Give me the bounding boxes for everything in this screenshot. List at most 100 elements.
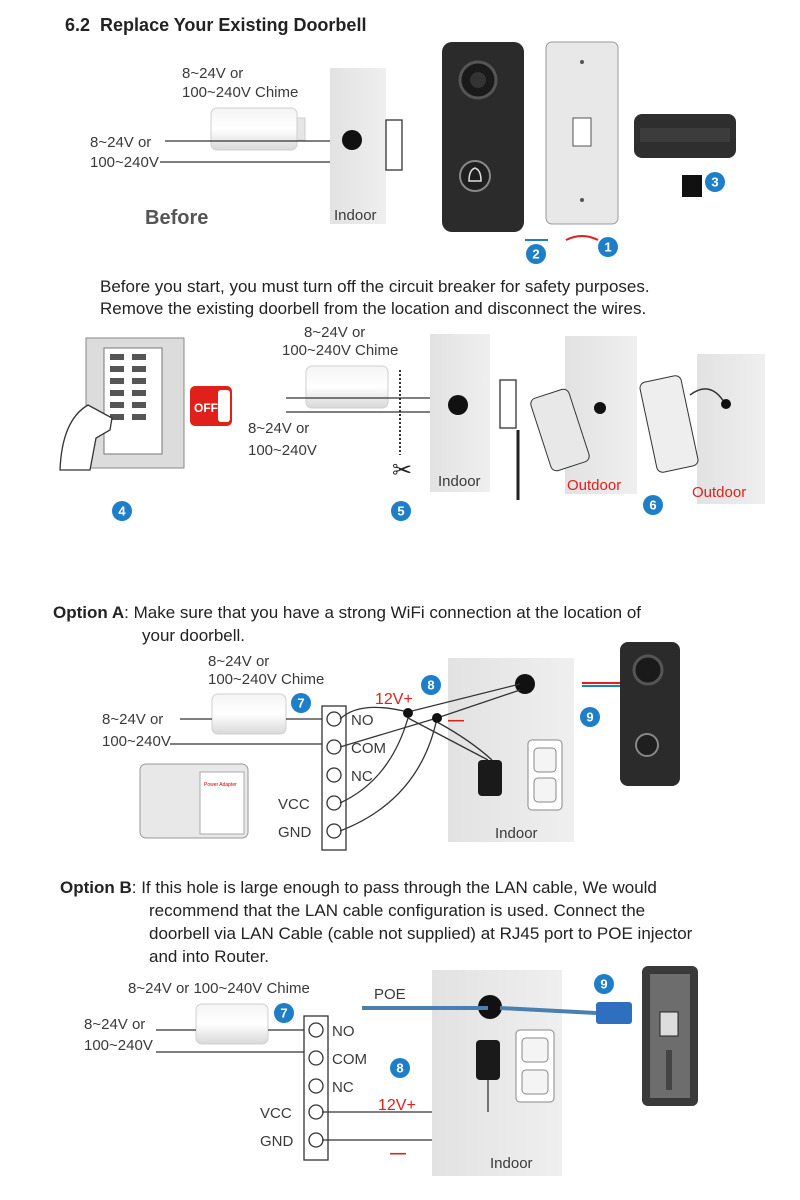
chime-icon xyxy=(195,1003,269,1045)
plus-12v-label: 12V+ xyxy=(375,691,413,708)
chime-label-a-2: 100~240V Chime xyxy=(208,671,324,688)
option-a-diagram: 8~24V or 100~240V Chime 8~24V or 100~240… xyxy=(102,642,680,851)
step-number: 1 xyxy=(604,240,611,255)
terminal-no-label: NO xyxy=(332,1023,355,1040)
outdoor-wall xyxy=(565,336,637,494)
supply-label-5: 8~24V or xyxy=(102,711,163,728)
step-badge xyxy=(580,707,600,727)
terminal-vcc-label: VCC xyxy=(260,1105,292,1122)
plus-12v-label: 12V+ xyxy=(378,1097,416,1114)
indoor-label-2: Indoor xyxy=(438,473,481,490)
indoor-label-3: Indoor xyxy=(495,825,538,842)
off-label: OFF xyxy=(194,401,218,415)
step-badge xyxy=(291,693,311,713)
section-heading: 6.2 Replace Your Existing Doorbell xyxy=(65,14,366,37)
lan-cable xyxy=(499,1006,597,1015)
step-number: 9 xyxy=(586,710,593,725)
terminal-gnd-label: GND xyxy=(260,1133,294,1150)
chime-icon xyxy=(211,693,287,735)
rj45-connector-icon xyxy=(596,1002,632,1024)
option-b-diagram: 8~24V or 100~240V Chime 8~24V or 100~240… xyxy=(84,966,698,1176)
step-badge xyxy=(274,1003,294,1023)
chime-label-a-1: 8~24V or xyxy=(208,653,269,670)
step-badge xyxy=(594,974,614,994)
minus-label: — xyxy=(448,712,464,729)
step-number: 8 xyxy=(396,1061,403,1076)
option-b-line-3: doorbell via LAN Cable (cable not suppli… xyxy=(149,924,693,943)
wall-hole xyxy=(448,395,468,415)
terminal-com-label: COM xyxy=(351,740,386,757)
old-doorbell xyxy=(385,119,403,171)
chime-cap xyxy=(296,117,306,141)
option-b-label: Option B xyxy=(60,878,132,897)
section-number: 6.2 xyxy=(65,15,91,35)
section-title: Replace Your Existing Doorbell xyxy=(100,15,367,35)
intro-line-1: Before you start, you must turn off the … xyxy=(100,277,650,296)
sd-card-icon xyxy=(682,175,702,197)
step-badge xyxy=(391,501,411,521)
chime-label-top-2: 100~240V Chime xyxy=(182,84,298,101)
option-a-text: : Make sure that you have a strong WiFi … xyxy=(124,603,642,622)
minus-label: — xyxy=(390,1145,406,1162)
option-b-line-4: and into Router. xyxy=(149,947,270,966)
chime-label-b: 8~24V or 100~240V Chime xyxy=(128,980,310,997)
terminal-nc-label: NC xyxy=(351,768,373,785)
unscrew-arrow-icon xyxy=(565,235,599,241)
option-a-label: Option A xyxy=(53,603,125,622)
poe-label: POE xyxy=(374,986,406,1003)
wall-hole xyxy=(342,130,362,150)
step-badge xyxy=(390,1058,410,1078)
supply-label-3: 8~24V or xyxy=(248,420,309,437)
old-doorbell xyxy=(499,379,517,429)
step-number: 2 xyxy=(532,247,539,262)
before-label: Before xyxy=(145,207,208,229)
option-b-line-1: Option B: If this hole is large enough t… xyxy=(60,876,657,899)
supply-label-6: 100~240V xyxy=(102,733,171,750)
hand-icon xyxy=(59,404,113,471)
camera-lens-icon xyxy=(632,654,664,686)
option-a-line-2: your doorbell. xyxy=(142,626,246,645)
supply-label-1: 8~24V or xyxy=(90,134,151,151)
step-number: 7 xyxy=(280,1006,287,1021)
step-number: 3 xyxy=(711,175,718,190)
chime-label-top-1: 8~24V or xyxy=(182,65,243,82)
chime-icon xyxy=(210,107,298,151)
outdoor-label-1: Outdoor xyxy=(567,477,621,494)
mounting-plate-angled xyxy=(639,375,699,473)
before-diagram: 8~24V or 100~240V Chime 8~24V or 100~240… xyxy=(90,41,736,264)
step-badge xyxy=(112,501,132,521)
terminal-gnd-label: GND xyxy=(278,824,312,841)
supply-label-2: 100~240V xyxy=(90,154,159,171)
outdoor-label-2: Outdoor xyxy=(692,484,746,501)
step-badge xyxy=(705,172,725,192)
step-number: 4 xyxy=(118,504,126,519)
removal-diagram: OFF 8~24V or 100~240V Chime 8~24V or 100… xyxy=(59,324,765,521)
terminal-nc-label: NC xyxy=(332,1079,354,1096)
outdoor-wall xyxy=(697,354,765,504)
step-number: 9 xyxy=(600,977,607,992)
step-badge xyxy=(526,244,546,264)
rj45-port-icon xyxy=(659,1011,679,1037)
chime-icon xyxy=(305,365,389,409)
step-number: 5 xyxy=(397,504,404,519)
step-badge xyxy=(598,237,618,257)
chime-label-mid-1: 8~24V or xyxy=(304,324,365,341)
power-adapter-icon xyxy=(478,760,502,796)
bell-button-icon xyxy=(459,160,491,192)
indoor-label-4: Indoor xyxy=(490,1155,533,1172)
scissors-icon: ✂ xyxy=(392,457,412,484)
option-b-line-2: recommend that the LAN cable configurati… xyxy=(149,901,646,920)
option-b-text: : If this hole is large enough to pass t… xyxy=(131,878,657,897)
power-kit-label: Power Adapter xyxy=(204,782,237,788)
indoor-label-1: Indoor xyxy=(334,207,377,224)
option-a-line-1: Option A: Make sure that you have a stro… xyxy=(53,601,641,624)
step-number: 6 xyxy=(649,498,656,513)
terminal-com-label: COM xyxy=(332,1051,367,1068)
old-button-removed xyxy=(530,388,590,472)
bell-button-icon xyxy=(635,733,659,757)
terminal-no-label: NO xyxy=(351,712,374,729)
intro-line-2: Remove the existing doorbell from the lo… xyxy=(100,299,647,318)
step-badge xyxy=(421,675,441,695)
chime-label-mid-2: 100~240V Chime xyxy=(282,342,398,359)
